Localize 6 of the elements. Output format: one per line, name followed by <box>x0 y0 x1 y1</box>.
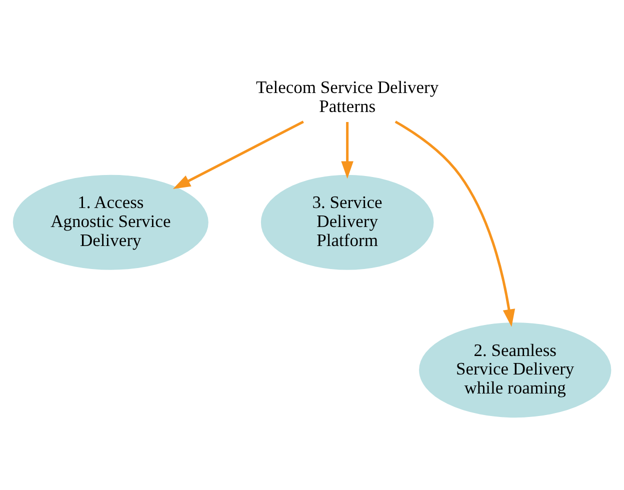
arrow <box>394 120 516 326</box>
node-text: Telecom Service Delivery Patterns <box>256 76 439 116</box>
node-ellipse: 2. Seamless Service Delivery while roaming <box>419 322 612 418</box>
arrow <box>172 120 304 188</box>
arrow <box>341 122 354 178</box>
node-ellipse: 3. Service Delivery Platform <box>260 174 434 270</box>
